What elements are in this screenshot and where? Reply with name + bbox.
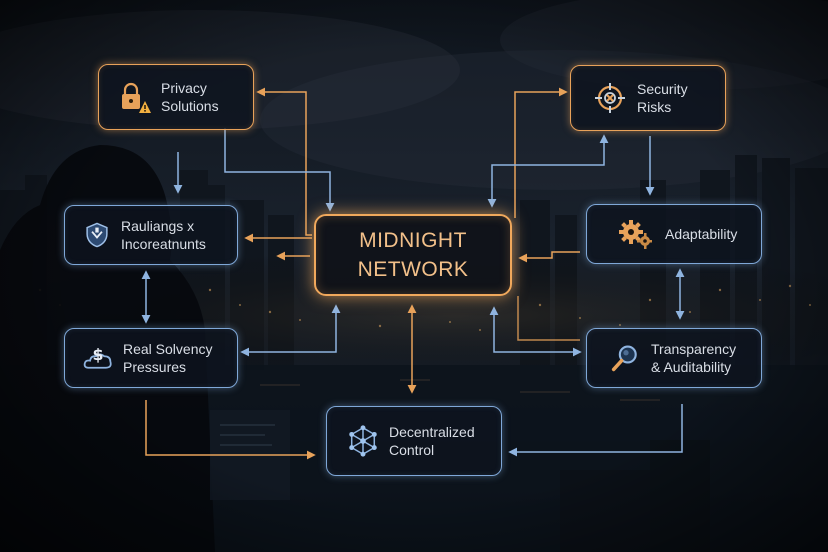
connector-solvency-center xyxy=(240,304,341,357)
real-solvency-pressures-node: $ Real Solvency Pressures xyxy=(64,328,238,388)
svg-text:$: $ xyxy=(92,345,103,364)
network-nodes-icon xyxy=(349,425,377,457)
privacy-solutions-node: Privacy Solutions xyxy=(98,64,254,130)
transparency-auditability-label: Transparency & Auditability xyxy=(651,341,737,375)
midnight-network-node: MIDNIGHT NETWORK xyxy=(314,214,512,296)
connector-solvency-decentralized xyxy=(145,400,316,460)
adaptability-label: Adaptability xyxy=(665,226,738,242)
adaptability-node: Adaptability xyxy=(586,204,762,264)
connector-transparency-center xyxy=(489,306,582,357)
connector-adaptability-center xyxy=(518,251,580,263)
connector-center-privacy xyxy=(224,128,335,212)
decentralized-control-node: Decentralized Control xyxy=(326,406,502,476)
real-solvency-pressures-label: Real Solvency Pressures xyxy=(123,341,213,375)
connector-security-center xyxy=(487,134,609,208)
connector-privacy-center xyxy=(256,87,312,236)
connector-center-transparency xyxy=(517,296,580,341)
security-risks-label: Security Risks xyxy=(637,81,688,115)
dollar-cloud-icon: $ xyxy=(83,345,112,369)
regulatory-node: Rauliangs x Incoreatnunts xyxy=(64,205,238,265)
shield-icon xyxy=(86,222,108,248)
security-risks-node: Security Risks xyxy=(570,65,726,131)
decentralized-control-label: Decentralized Control xyxy=(389,424,475,458)
regulatory-label: Rauliangs x Incoreatnunts xyxy=(121,218,206,252)
connector-center-security xyxy=(514,87,568,218)
gears-icon xyxy=(619,220,652,249)
padlock-warning-icon xyxy=(122,82,151,113)
magnifier-icon xyxy=(611,345,637,372)
privacy-solutions-label: Privacy Solutions xyxy=(161,80,219,114)
connector-transparency-decentralized xyxy=(508,404,683,457)
transparency-auditability-node: Transparency & Auditability xyxy=(586,328,762,388)
crosshair-target-icon xyxy=(595,83,625,113)
